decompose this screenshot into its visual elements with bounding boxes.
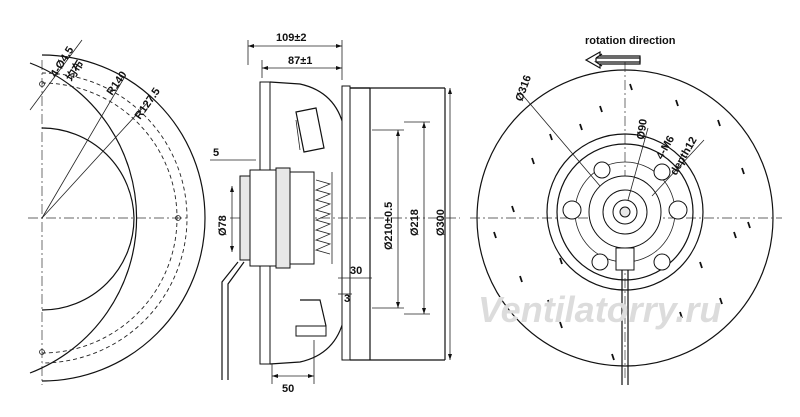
wheel-depth-dim: 87±1 <box>288 55 312 67</box>
rotation-direction-label: rotation direction <box>585 35 676 47</box>
bolt-circle-dim: Ø90 <box>635 118 650 140</box>
overall-depth-dim: 109±2 <box>276 32 307 44</box>
wheel-diameter-dim: Ø300 <box>435 209 447 236</box>
radius-outer-label: R140 <box>105 69 130 97</box>
base-width-dim: 50 <box>282 383 294 395</box>
front-view <box>470 50 782 385</box>
outlet-diameter-dim: Ø210±0.5 <box>383 202 395 250</box>
hub-diameter-dim: Ø78 <box>217 215 229 236</box>
front-circle-diameter: Ø316 <box>514 74 534 103</box>
edge-offset-dim: 3 <box>344 293 350 305</box>
flange-offset-dim: 5 <box>213 147 219 159</box>
inner-offset-dim: 30 <box>350 265 362 277</box>
watermark: Ventilatorry.ru <box>478 289 721 330</box>
left-flange-view <box>28 39 206 385</box>
side-section-view <box>210 40 460 384</box>
inlet-diameter-dim: Ø218 <box>409 209 421 236</box>
thread-note: 4-M6 <box>654 134 677 162</box>
